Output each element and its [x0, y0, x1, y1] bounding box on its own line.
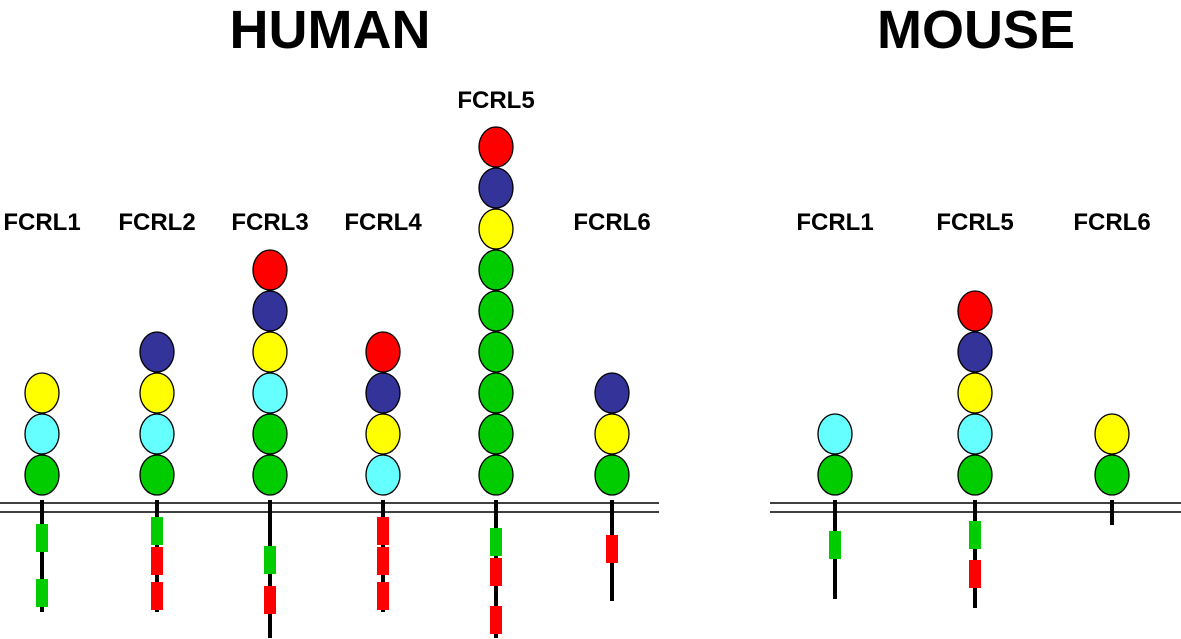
red-motif	[969, 560, 981, 588]
green-motif	[264, 546, 276, 574]
blue-domain	[594, 372, 630, 414]
green-domain	[957, 454, 993, 496]
green-domain	[1094, 454, 1130, 496]
green-motif	[829, 531, 841, 559]
yellow-domain	[957, 372, 993, 414]
green-motif	[969, 521, 981, 549]
cyan-domain	[24, 413, 60, 455]
cyan-domain	[817, 413, 853, 455]
red-motif	[151, 547, 163, 575]
receptor-label: FCRL1	[796, 209, 873, 236]
yellow-domain	[252, 331, 288, 373]
red-motif	[264, 586, 276, 614]
red-motif	[377, 517, 389, 545]
receptor-label: FCRL2	[118, 209, 195, 236]
receptor-label: FCRL3	[231, 209, 308, 236]
human-title: HUMAN	[230, 0, 431, 60]
green-domain	[139, 454, 175, 496]
cyan-domain	[139, 413, 175, 455]
red-motif	[377, 547, 389, 575]
red-motif	[151, 582, 163, 610]
mouse-title: MOUSE	[877, 0, 1075, 60]
green-motif	[36, 524, 48, 552]
red-motif	[377, 582, 389, 610]
receptor-h-fcrl2: FCRL2	[118, 209, 196, 612]
blue-domain	[478, 167, 514, 209]
cyan-domain	[957, 413, 993, 455]
blue-domain	[957, 331, 993, 373]
receptor-label: FCRL5	[457, 87, 534, 114]
yellow-domain	[594, 413, 630, 455]
green-domain	[817, 454, 853, 496]
receptor-h-fcrl1: FCRL1	[3, 209, 81, 612]
red-motif	[490, 558, 502, 586]
green-domain	[478, 249, 514, 291]
cyan-domain	[365, 454, 401, 496]
receptor-label: FCRL1	[3, 209, 80, 236]
green-domain	[478, 454, 514, 496]
receptor-h-fcrl3: FCRL3	[231, 209, 309, 638]
yellow-domain	[365, 413, 401, 455]
cyan-domain	[252, 372, 288, 414]
green-motif	[36, 579, 48, 607]
green-motif	[151, 517, 163, 545]
receptor-label: FCRL4	[344, 209, 422, 236]
green-domain	[478, 372, 514, 414]
red-domain	[478, 126, 514, 168]
blue-domain	[365, 372, 401, 414]
yellow-domain	[24, 372, 60, 414]
receptor-m-fcrl1: FCRL1	[796, 209, 874, 599]
blue-domain	[139, 331, 175, 373]
receptor-h-fcrl4: FCRL4	[344, 209, 422, 612]
yellow-domain	[139, 372, 175, 414]
green-domain	[24, 454, 60, 496]
receptor-label: FCRL5	[936, 209, 1013, 236]
receptor-h-fcrl5: FCRL5	[457, 87, 535, 638]
receptor-label: FCRL6	[573, 209, 650, 236]
red-domain	[957, 290, 993, 332]
green-motif	[490, 528, 502, 556]
yellow-domain	[478, 208, 514, 250]
yellow-domain	[1094, 413, 1130, 455]
receptor-m-fcrl5: FCRL5	[936, 209, 1014, 608]
red-motif	[606, 535, 618, 563]
blue-domain	[252, 290, 288, 332]
red-motif	[490, 606, 502, 634]
receptor-h-fcrl6: FCRL6	[573, 209, 651, 601]
red-domain	[252, 249, 288, 291]
green-domain	[478, 331, 514, 373]
red-domain	[365, 331, 401, 373]
receptor-m-fcrl6: FCRL6	[1073, 209, 1151, 525]
green-domain	[478, 290, 514, 332]
green-domain	[252, 454, 288, 496]
green-domain	[252, 413, 288, 455]
green-domain	[478, 413, 514, 455]
green-domain	[594, 454, 630, 496]
receptor-label: FCRL6	[1073, 209, 1150, 236]
